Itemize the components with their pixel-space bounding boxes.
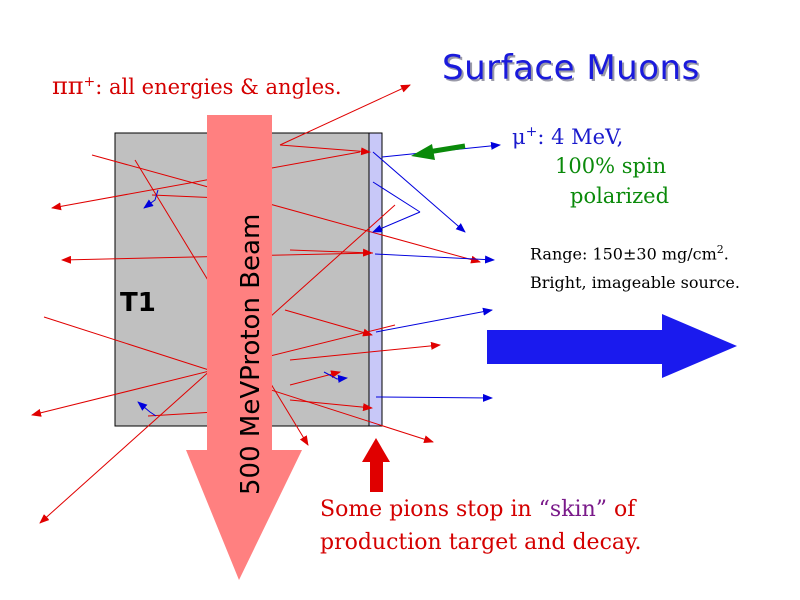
muon-track (375, 307, 493, 333)
pion-track (289, 399, 373, 412)
pion-symbol: ππ (52, 72, 84, 100)
muon-track (137, 401, 157, 417)
muon-spin-line2: polarized (570, 184, 670, 208)
surface-muon-beam-arrow (487, 314, 737, 378)
muon-track (374, 253, 495, 264)
skin-note-line2: production target and decay. (320, 530, 642, 555)
range-exponent: 2 (716, 243, 724, 256)
pion-track (289, 370, 341, 386)
skin-note-text-b: of (607, 497, 636, 522)
proton-beam-arrow (186, 115, 302, 580)
muon-spin-line1: 100% spin (555, 154, 667, 178)
pion-caption: ππ+: all energies & angles. (52, 72, 342, 100)
muon-symbol: μ (512, 125, 526, 149)
muon-track (375, 393, 493, 402)
skin-note-skin-word: “skin” (538, 497, 607, 522)
target-label: T1 (120, 288, 156, 318)
skin-pointer-arrow (362, 438, 390, 492)
muon-track (143, 189, 159, 209)
muon-track (323, 371, 348, 383)
skin-note-text-a: Some pions stop in (320, 497, 539, 522)
pion-description: : all energies & angles. (95, 75, 342, 99)
target-skin (368, 132, 383, 427)
green-arrow (411, 143, 466, 160)
range-text: Range: 150±30 mg/cm (530, 244, 717, 264)
pion-track (289, 248, 373, 257)
range-end: . (723, 244, 729, 264)
muon-energy: : 4 MeV, (537, 125, 624, 149)
range-note: Range: 150±30 mg/cm2. (530, 243, 729, 263)
pion-track (51, 151, 361, 211)
muon-track (372, 151, 466, 233)
pion-track (91, 154, 481, 264)
skin-note-line1: Some pions stop in “skin” of (320, 497, 635, 522)
pion-track (284, 309, 373, 337)
pion-track (279, 84, 411, 146)
muon-caption: μ+: 4 MeV, (512, 124, 623, 149)
pion-track (279, 144, 371, 156)
muon-charge: + (525, 124, 538, 140)
muon-track (372, 181, 421, 213)
muon-track (372, 211, 421, 233)
pion-track (289, 341, 441, 361)
pion-charge: + (83, 74, 96, 90)
source-note: Bright, imageable source. (530, 273, 740, 292)
muon-tracks (137, 141, 501, 417)
slide-title: Surface Muons (442, 48, 700, 88)
beam-label: 500 MeVProton Beam (236, 213, 266, 495)
